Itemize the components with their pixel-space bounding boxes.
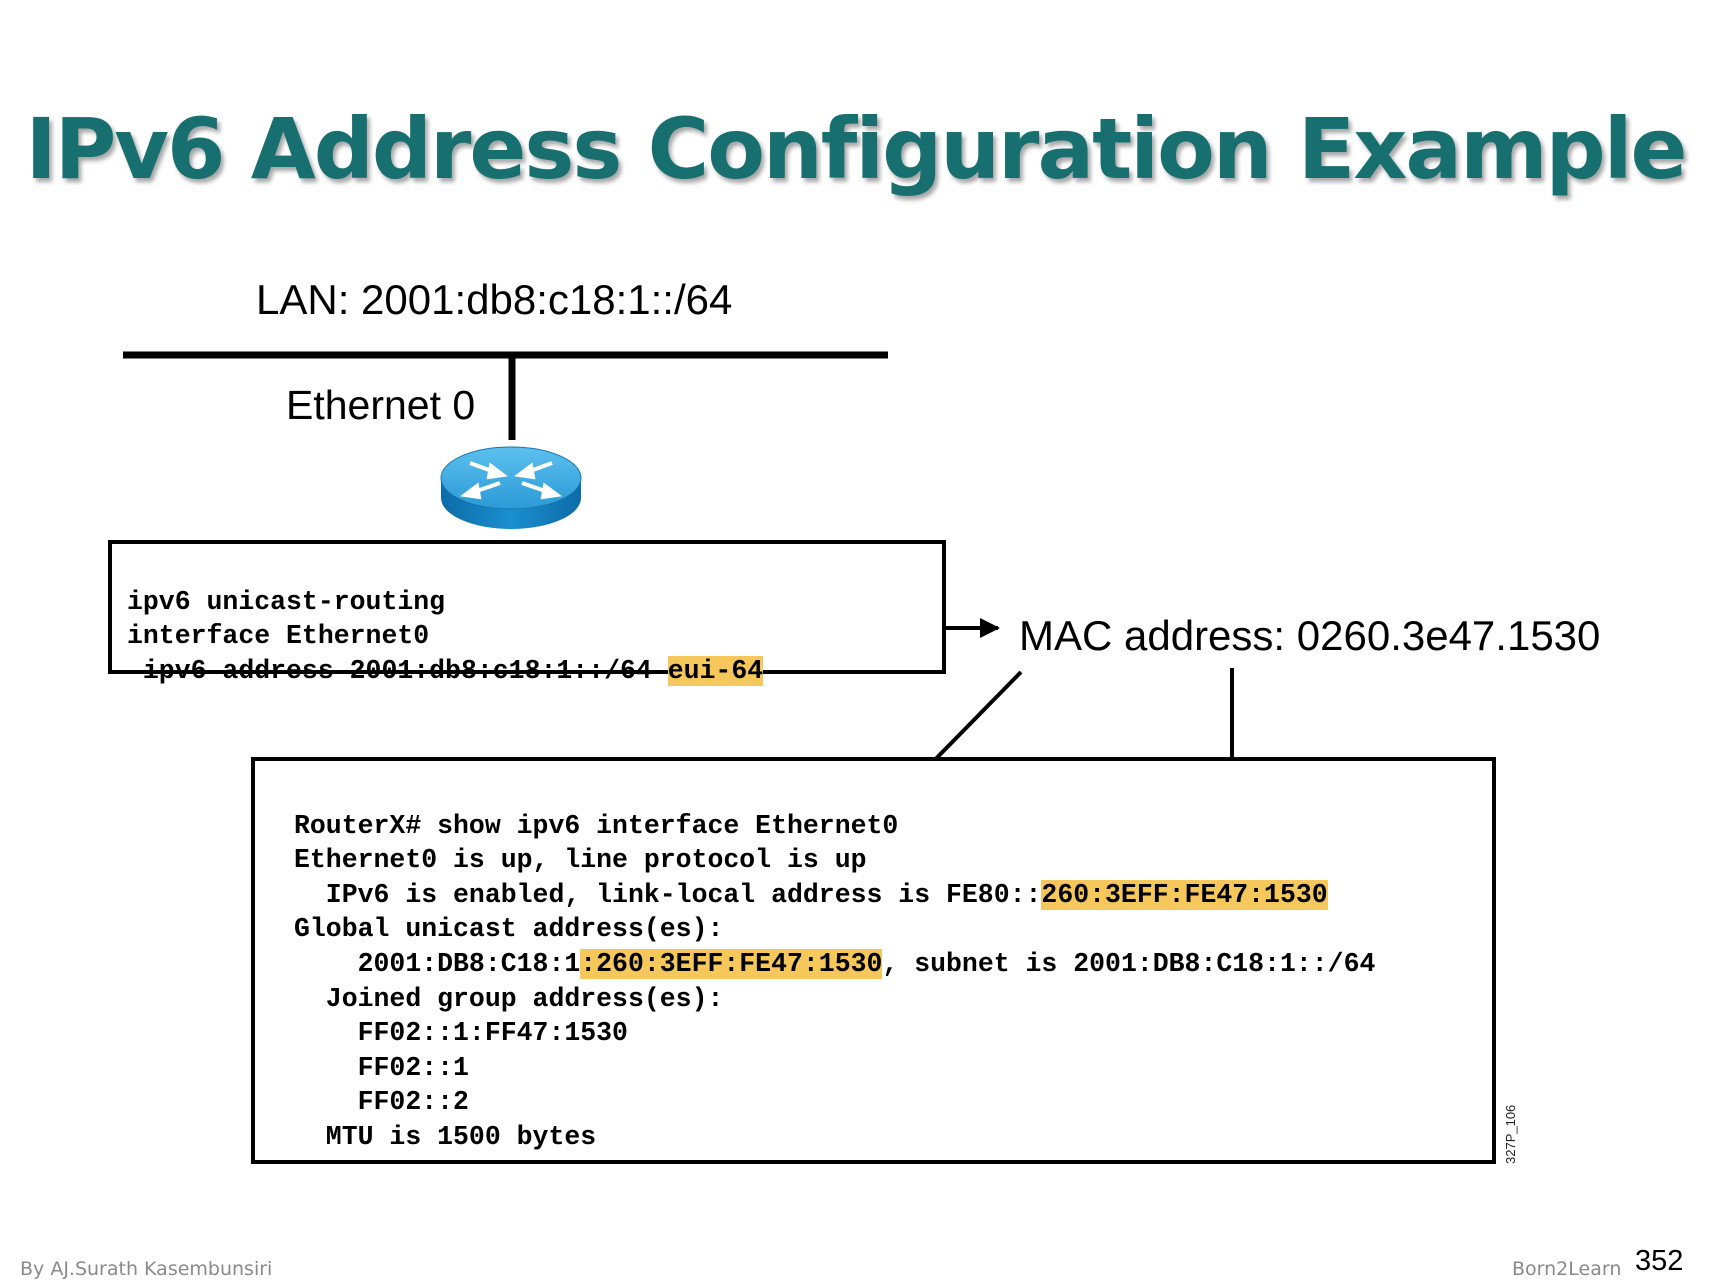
page-number: 352	[1635, 1245, 1684, 1277]
output-line: Ethernet0 is up, line protocol is up	[294, 845, 867, 876]
output-line: 2001:DB8:C18:1:260:3EFF:FE47:1530, subne…	[294, 947, 1375, 982]
output-line-suffix: , subnet is 2001:DB8:C18:1::/64	[882, 948, 1376, 979]
output-line: IPv6 is enabled, link-local address is F…	[294, 878, 1375, 913]
output-box	[251, 757, 1496, 1164]
global-interface-id-highlight: :260:3EFF:FE47:1530	[580, 948, 883, 979]
config-box	[108, 540, 946, 674]
output-line: RouterX# show ipv6 interface Ethernet0	[294, 810, 899, 841]
config-line: ipv6 address 2001:db8:c18:1::/64 eui-64	[127, 654, 764, 689]
slide-title: IPv6 Address Configuration Example	[25, 100, 1687, 198]
router-icon	[440, 446, 582, 529]
footer-author: By AJ.Surath Kasembunsiri	[20, 1258, 273, 1280]
config-line: ipv6 unicast-routing	[127, 586, 446, 617]
config-line-prefix: ipv6 address 2001:db8:c18:1::/64	[127, 655, 668, 686]
link-local-highlight: 260:3EFF:FE47:1530	[1041, 879, 1328, 910]
eui64-highlight: eui-64	[667, 655, 764, 686]
config-line: interface Ethernet0	[127, 621, 430, 652]
figure-code: 327P_106	[1503, 1104, 1518, 1164]
output-line: FF02::1	[294, 1052, 469, 1083]
output-line-prefix: 2001:DB8:C18:1	[294, 948, 581, 979]
footer-brand: Born2Learn	[1512, 1258, 1622, 1280]
mac-address-label: MAC address: 0260.3e47.1530	[1019, 612, 1601, 659]
interface-label: Ethernet 0	[286, 382, 476, 428]
output-line: FF02::2	[294, 1087, 469, 1118]
output-line: MTU is 1500 bytes	[294, 1121, 597, 1152]
output-line: Global unicast address(es):	[294, 914, 724, 945]
output-line: FF02::1:FF47:1530	[294, 1018, 628, 1049]
lan-label: LAN: 2001:db8:c18:1::/64	[256, 276, 733, 323]
output-line: Joined group address(es):	[294, 983, 724, 1014]
output-line-prefix: IPv6 is enabled, link-local address is F…	[294, 879, 1042, 910]
